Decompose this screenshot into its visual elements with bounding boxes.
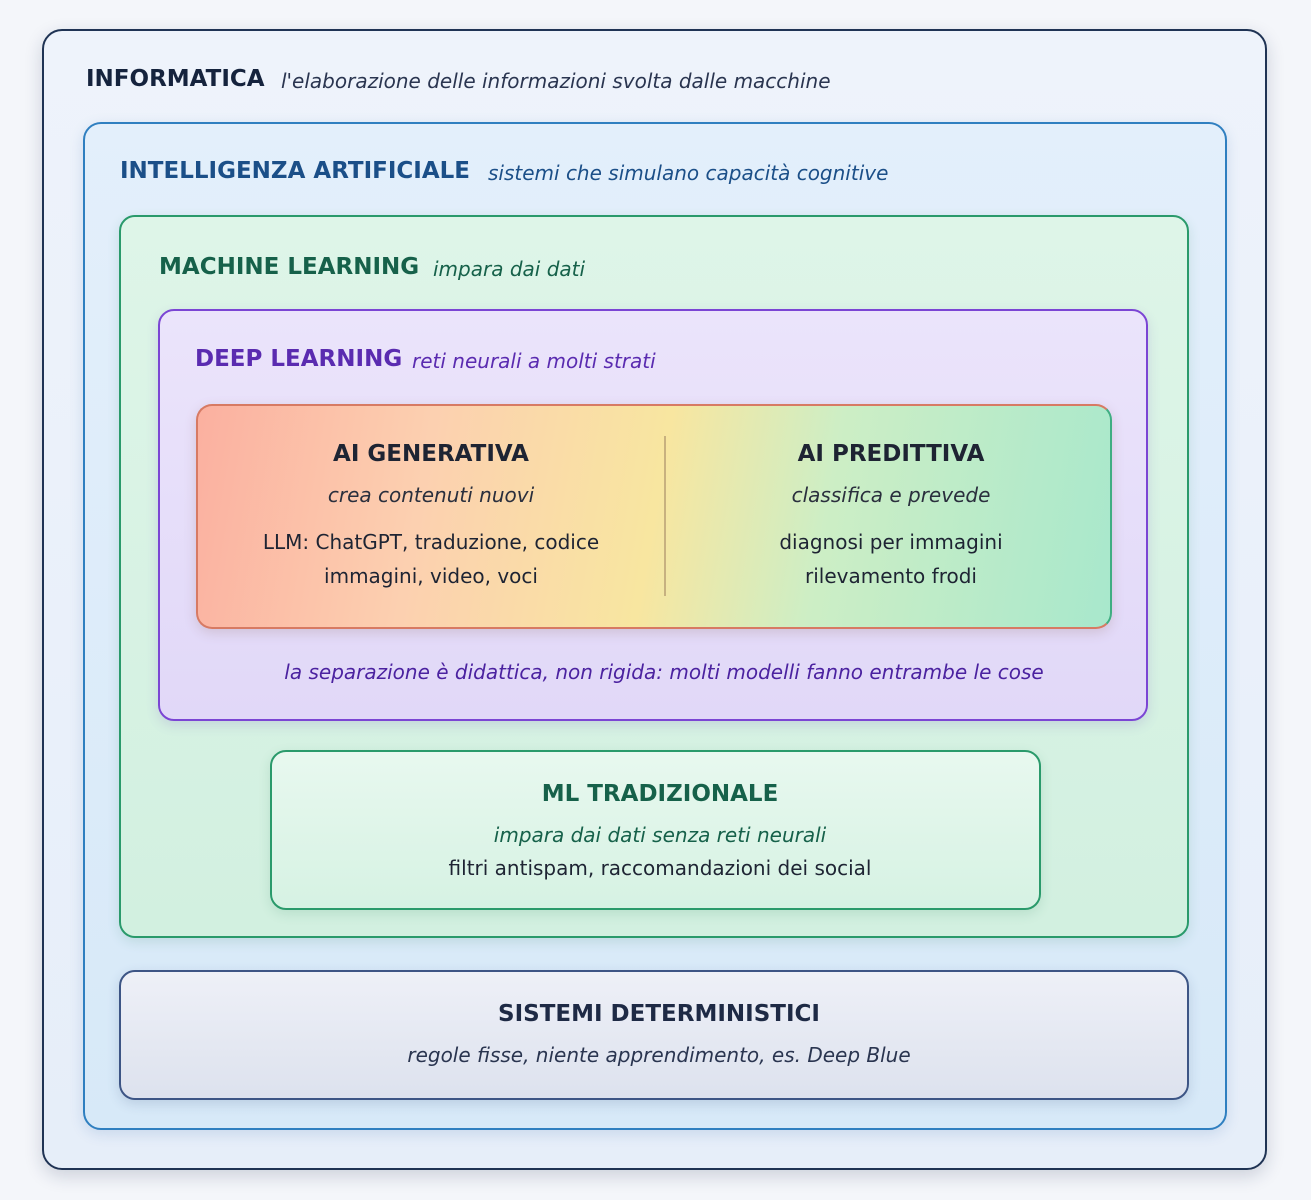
deterministici-box <box>119 970 1189 1100</box>
ml-title: MACHINE LEARNING <box>159 254 420 280</box>
predittiva-subtitle: classifica e prevede <box>791 483 991 507</box>
predittiva-examples-2: rilevamento frodi <box>805 564 977 588</box>
informatica-subtitle: l'elaborazione delle informazioni svolta… <box>281 69 831 93</box>
ml-tradizionale-examples: filtri antispam, raccomandazioni dei soc… <box>448 856 872 880</box>
predittiva-examples-1: diagnosi per immagini <box>779 530 1003 554</box>
dl-subtitle: reti neurali a molti strati <box>412 349 656 373</box>
informatica-title: INFORMATICA <box>86 66 265 92</box>
ai-subtitle: sistemi che simulano capacità cognitive <box>488 161 889 185</box>
predittiva-title: AI PREDITTIVA <box>797 441 985 467</box>
ml-tradizionale-title: ML TRADIZIONALE <box>541 781 779 807</box>
ai-title: INTELLIGENZA ARTIFICIALE <box>120 158 470 184</box>
generativa-title: AI GENERATIVA <box>333 441 529 467</box>
generativa-subtitle: crea contenuti nuovi <box>327 483 535 507</box>
dl-title: DEEP LEARNING <box>195 346 403 372</box>
dl-note: la separazione è didattica, non rigida: … <box>284 660 1044 684</box>
deterministici-subtitle: regole fisse, niente apprendimento, es. … <box>407 1043 911 1067</box>
split-divider <box>664 436 666 596</box>
generativa-examples-1: LLM: ChatGPT, traduzione, codice <box>262 530 600 554</box>
generativa-examples-2: immagini, video, voci <box>324 564 538 588</box>
deterministici-title: SISTEMI DETERMINISTICI <box>498 1001 820 1027</box>
generative-predictive-box <box>196 404 1112 629</box>
ml-tradizionale-box <box>270 750 1041 910</box>
ml-subtitle: impara dai dati <box>433 257 586 281</box>
ml-tradizionale-subtitle: impara dai dati senza reti neurali <box>493 823 827 847</box>
